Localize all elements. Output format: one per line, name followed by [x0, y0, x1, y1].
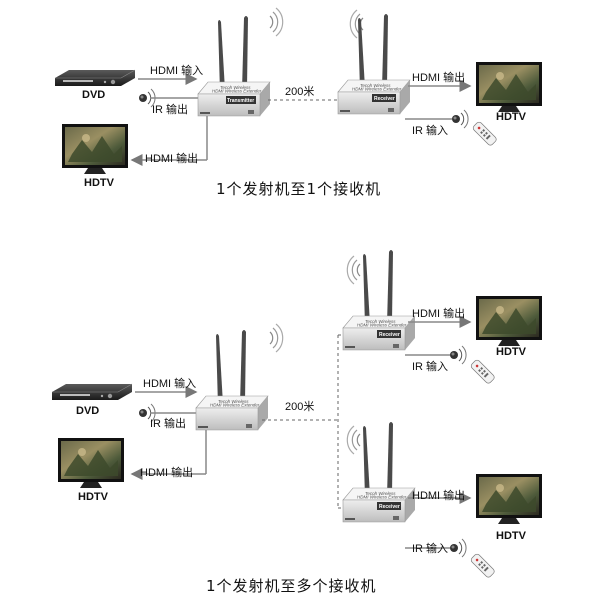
wifi-waves-icon: [346, 425, 361, 455]
rx2-hdmi-output-label: HDMI 输出: [412, 490, 466, 502]
distance-label: 200米: [285, 86, 315, 98]
device-model: HDMI Wireless Extender: [352, 87, 402, 92]
ir-input-label: IR 输入: [412, 125, 449, 137]
hdtv-right-label: HDTV: [496, 111, 526, 123]
tv-icon: [58, 438, 124, 488]
antenna-icon: [195, 329, 269, 431]
ir-sensor-icon: [449, 345, 467, 365]
distance-label: 200米: [285, 401, 315, 413]
device-brand: Tecoh Wireless: [365, 491, 396, 496]
device-brand: Tecoh Wireless: [220, 85, 251, 90]
wifi-waves-icon: [269, 323, 284, 353]
dvd-player-icon: [51, 383, 133, 401]
hdmi-output-label: HDMI 输出: [145, 153, 199, 165]
ir-sensor-icon: [451, 109, 469, 129]
ir-output-label: IR 输出: [150, 418, 187, 430]
top-caption: 1个发射机至1个接收机: [216, 180, 382, 198]
receiver-badge: Receiver: [374, 96, 395, 102]
bottom-caption: 1个发射机至多个接收机: [206, 577, 377, 595]
receiver-badge: Receiver: [379, 332, 400, 338]
wifi-waves-icon: [269, 7, 284, 37]
device-model: HDMI Wireless Extender: [210, 403, 260, 408]
rx1-ir-input-label: IR 输入: [412, 361, 449, 373]
hdtv-left-label: HDTV: [84, 177, 114, 189]
top-diagram: Tecoh Wireless HDMI Wireless Extender Tr…: [54, 7, 542, 174]
transmitter-badge: Transmitter: [227, 98, 254, 104]
hdtv-left-label: HDTV: [78, 491, 108, 503]
dvd-label: DVD: [82, 89, 106, 101]
receiver-1-device: Tecoh Wireless HDMI Wireless Extender Re…: [342, 249, 416, 351]
receiver-2-device: Tecoh Wireless HDMI Wireless Extender Re…: [342, 421, 416, 523]
bottom-diagram: Tecoh Wireless HDMI Wireless Extender Te…: [51, 249, 542, 579]
tv-icon: [62, 124, 128, 174]
hdmi-input-label: HDMI 输入: [150, 65, 204, 77]
dvd-player-icon: [54, 69, 136, 87]
device-model: HDMI Wireless Extender: [357, 495, 407, 500]
device-model: HDMI Wireless Extender: [212, 89, 262, 94]
rx1-hdtv-label: HDTV: [496, 346, 526, 358]
device-brand: Tecoh Wireless: [218, 399, 249, 404]
ir-output-label: IR 输出: [152, 104, 189, 116]
device-brand: Tecoh Wireless: [365, 319, 396, 324]
hdmi-output-label: HDMI 输出: [140, 467, 194, 479]
receiver-device: Tecoh Wireless HDMI Wireless Extender Re…: [337, 13, 411, 115]
rx2-hdtv-label: HDTV: [496, 530, 526, 542]
ir-sensor-icon: [449, 538, 467, 558]
device-model: HDMI Wireless Extender: [357, 323, 407, 328]
device-brand: Tecoh Wireless: [360, 83, 391, 88]
transmitter-device: Tecoh Wireless HDMI Wireless Extender Tr…: [197, 15, 271, 117]
dvd-label: DVD: [76, 405, 100, 417]
receiver-badge: Receiver: [379, 504, 400, 510]
transmitter-device: Tecoh Wireless HDMI Wireless Extender: [195, 329, 269, 431]
remote-icon: [469, 358, 496, 385]
tv-icon: [476, 62, 542, 112]
remote-icon: [469, 552, 496, 579]
tv-icon: [476, 296, 542, 346]
tv-icon: [476, 474, 542, 524]
wifi-waves-icon: [346, 255, 361, 285]
hdmi-output-right-label: HDMI 输出: [412, 72, 466, 84]
rx1-hdmi-output-label: HDMI 输出: [412, 308, 466, 320]
remote-icon: [471, 120, 498, 147]
hdmi-input-label: HDMI 输入: [143, 378, 197, 390]
rx2-ir-input-label: IR 输入: [412, 543, 449, 555]
